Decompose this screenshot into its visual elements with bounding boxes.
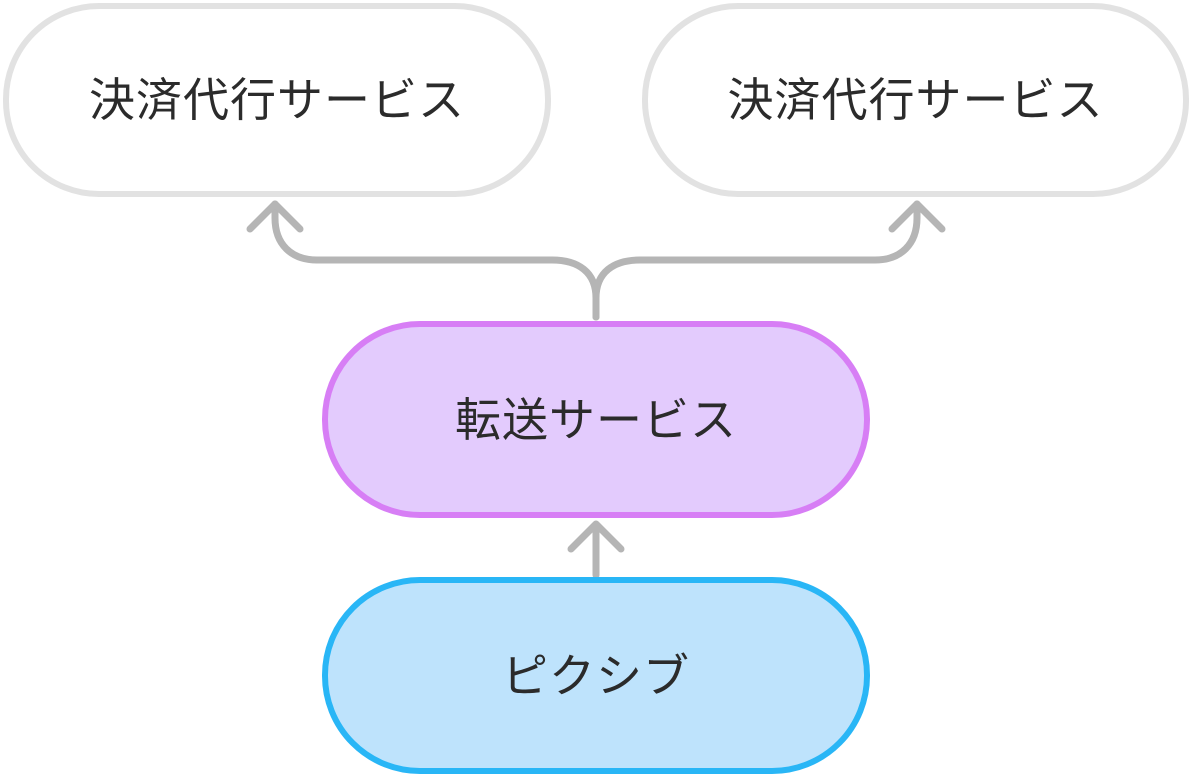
arrowhead-payment-right-icon xyxy=(888,200,946,233)
payment-service-right-node: 決済代行サービス xyxy=(642,3,1189,197)
pixiv-label: ピクシブ xyxy=(502,648,690,703)
pixiv-node: ピクシブ xyxy=(322,577,870,774)
transfer-service-label: 転送サービス xyxy=(455,392,737,447)
edge-transfer-to-payment-left xyxy=(271,200,600,321)
payment-service-left-node: 決済代行サービス xyxy=(3,3,551,197)
arrowhead-transfer-icon xyxy=(567,520,625,553)
transfer-service-node: 転送サービス xyxy=(322,321,870,518)
edge-transfer-to-payment-right xyxy=(592,200,921,321)
arrowhead-payment-left-icon xyxy=(246,200,304,233)
payment-service-left-label: 決済代行サービス xyxy=(89,73,465,127)
payment-service-right-label: 決済代行サービス xyxy=(727,73,1104,127)
